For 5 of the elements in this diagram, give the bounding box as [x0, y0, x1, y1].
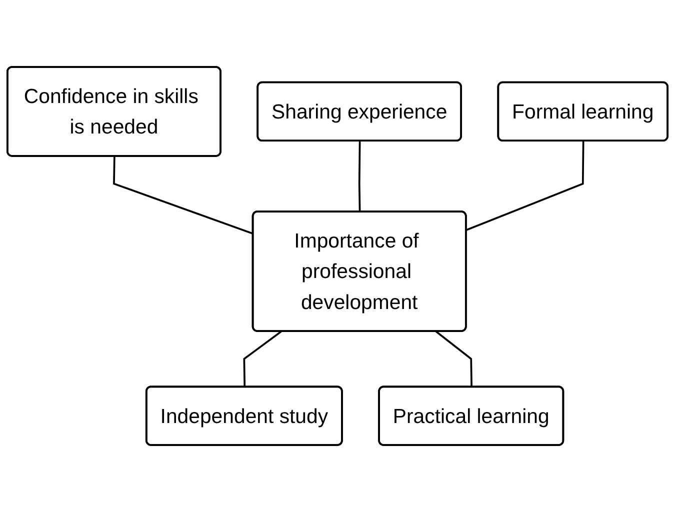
connector [436, 330, 472, 388]
connector [466, 141, 584, 231]
connector [243, 330, 282, 388]
connector [358, 141, 361, 212]
connector [113, 156, 254, 235]
